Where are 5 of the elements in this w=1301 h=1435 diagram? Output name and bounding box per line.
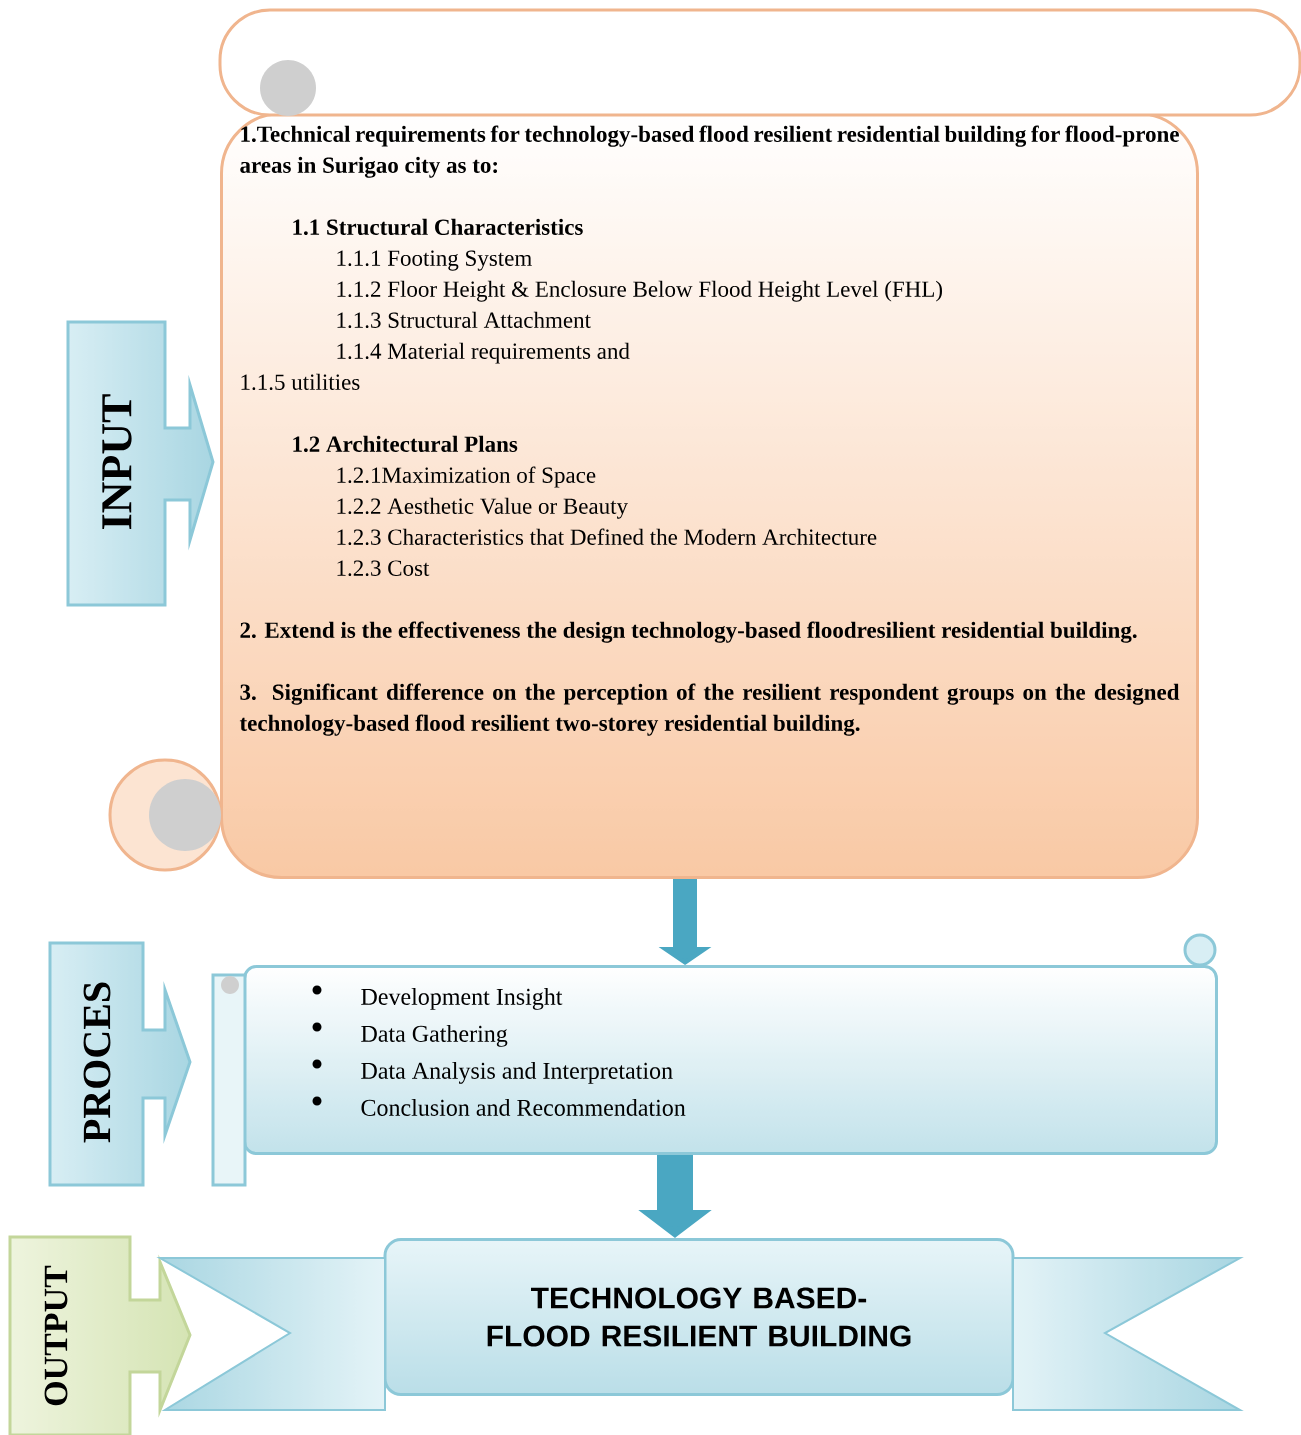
stage-tab: OUTPUT (8, 1235, 192, 1435)
scroll-box: Development Insight Data Gathering Data Analysis and Interpretation Conclusion and Recommendation (243, 965, 1218, 1155)
stage-tab: INPUT (66, 320, 215, 607)
scroll-box: 1.Technical requirements for technology-based flood resilient residential building for flood-prone areas in Surigao city as to: 1.1 Structural Characteristics 1.1.1 Footing System 1.1.2 Floor Height & Enclosure Below Flood Height Level (FHL) 1.1.3 Structural Attachment 1.1.4 Material requirements and 1.1.5 utilities 1.2 Architectural Plans 1.2.1Maximization of Space 1.2.2 Aesthetic Value or Beauty 1.2.3 Characteristics that Defined the Modern Architecture 1.2.3 Cost 2. Extend is the effectiveness the design technology-based floodresilient residential building. 3. Significant difference on the perception of the resilient respondent groups on the designed technology-based flood resilient two-storey residential building. (220, 112, 1199, 879)
stage-tab: PROCES (48, 941, 192, 1187)
